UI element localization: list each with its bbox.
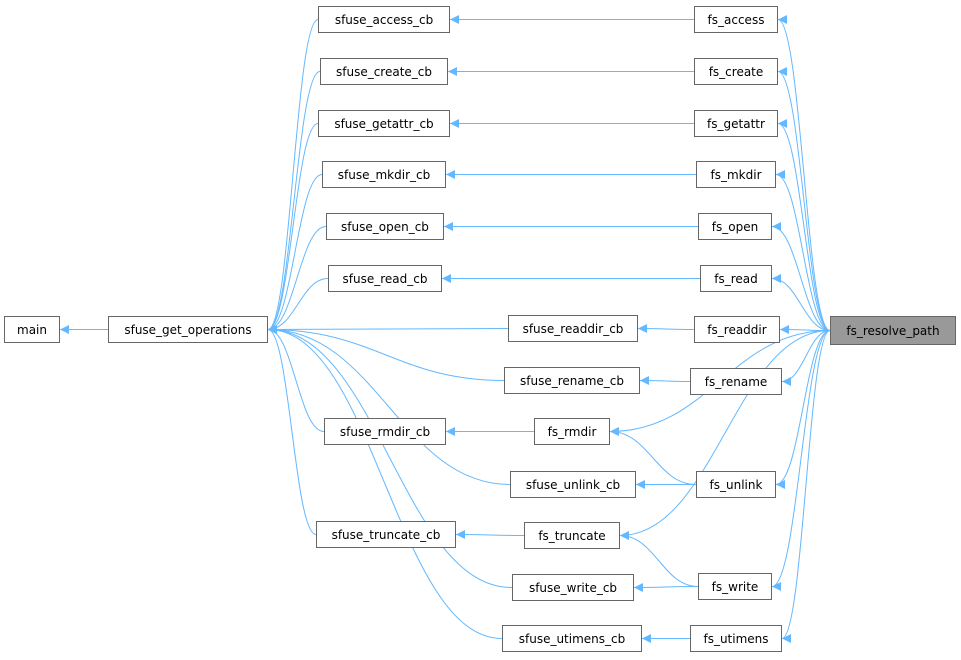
node-fs-resolve-path: fs_resolve_path (830, 316, 956, 345)
node-fs-open[interactable]: fs_open (698, 213, 772, 240)
node-fs-create[interactable]: fs_create (694, 58, 778, 85)
edge-fs_resolve_path-to-fs_mkdir (775, 170, 831, 331)
edge-fs_resolve_path-to-fs_access (777, 15, 831, 331)
edge-fs_readdir-to-readdir_cb (637, 324, 695, 334)
node-sfuse-rmdir-cb[interactable]: sfuse_rmdir_cb (324, 418, 446, 445)
edge-mkdir_cb-to-get_ops (267, 174, 323, 334)
edge-create_cb-to-get_ops (267, 71, 321, 334)
node-sfuse-readdir-cb[interactable]: sfuse_readdir_cb (508, 315, 638, 342)
node-fs-utimens[interactable]: fs_utimens (690, 625, 782, 652)
edge-fs_write-to-fs_truncate (619, 531, 699, 587)
node-main[interactable]: main (4, 316, 60, 343)
edge-fs_resolve_path-to-fs_create (777, 67, 831, 331)
node-fs-truncate[interactable]: fs_truncate (524, 522, 620, 549)
node-fs-readdir[interactable]: fs_readdir (694, 316, 780, 343)
edge-getattr_cb-to-get_ops (267, 123, 319, 334)
edge-fs_truncate-to-truncate_cb (455, 530, 525, 540)
node-sfuse-getattr-cb[interactable]: sfuse_getattr_cb (318, 110, 450, 137)
node-sfuse-truncate-cb[interactable]: sfuse_truncate_cb (316, 521, 456, 548)
edge-readdir_cb-to-get_ops (267, 324, 509, 334)
node-sfuse-mkdir-cb[interactable]: sfuse_mkdir_cb (322, 161, 446, 188)
edge-fs_resolve_path-to-fs_utimens (781, 330, 831, 643)
edge-fs_resolve_path-to-fs_getattr (777, 119, 831, 331)
edge-fs_resolve_path-to-fs_rename (781, 330, 831, 386)
edge-write_cb-to-get_ops (267, 325, 513, 588)
edge-fs_resolve_path-to-fs_read (771, 274, 831, 331)
edge-access_cb-to-get_ops (267, 19, 319, 334)
node-sfuse-write-cb[interactable]: sfuse_write_cb (512, 574, 634, 601)
edge-rename_cb-to-get_ops (267, 325, 505, 381)
node-sfuse-read-cb[interactable]: sfuse_read_cb (328, 265, 442, 292)
edge-truncate_cb-to-get_ops (267, 325, 317, 535)
node-sfuse-open-cb[interactable]: sfuse_open_cb (326, 213, 444, 240)
edge-rmdir_cb-to-get_ops (267, 325, 325, 432)
node-sfuse-unlink-cb[interactable]: sfuse_unlink_cb (510, 471, 636, 498)
node-sfuse-access-cb[interactable]: sfuse_access_cb (318, 6, 450, 33)
edge-fs_write-to-write_cb (633, 582, 699, 592)
node-sfuse-get-operations[interactable]: sfuse_get_operations (108, 316, 268, 343)
edge-utimens_cb-to-get_ops (267, 325, 503, 639)
node-fs-unlink[interactable]: fs_unlink (696, 471, 776, 498)
node-sfuse-create-cb[interactable]: sfuse_create_cb (320, 58, 448, 85)
node-sfuse-utimens-cb[interactable]: sfuse_utimens_cb (502, 625, 642, 652)
node-fs-getattr[interactable]: fs_getattr (694, 110, 778, 137)
edge-fs_resolve_path-to-fs_truncate (619, 330, 831, 540)
node-fs-rmdir[interactable]: fs_rmdir (534, 418, 610, 445)
edge-fs_resolve_path-to-fs_write (771, 330, 831, 591)
edge-fs_unlink-to-fs_rmdir (609, 427, 697, 485)
node-sfuse-rename-cb[interactable]: sfuse_rename_cb (504, 367, 640, 394)
node-fs-read[interactable]: fs_read (700, 265, 772, 292)
node-fs-write[interactable]: fs_write (698, 573, 772, 600)
edge-unlink_cb-to-get_ops (267, 325, 511, 485)
node-fs-access[interactable]: fs_access (694, 6, 778, 33)
edge-fs_resolve_path-to-fs_unlink (775, 330, 831, 489)
edge-fs_resolve_path-to-fs_open (771, 222, 831, 331)
edge-fs_rename-to-rename_cb (639, 376, 691, 386)
node-fs-mkdir[interactable]: fs_mkdir (696, 161, 776, 188)
node-fs-rename[interactable]: fs_rename (690, 368, 782, 395)
